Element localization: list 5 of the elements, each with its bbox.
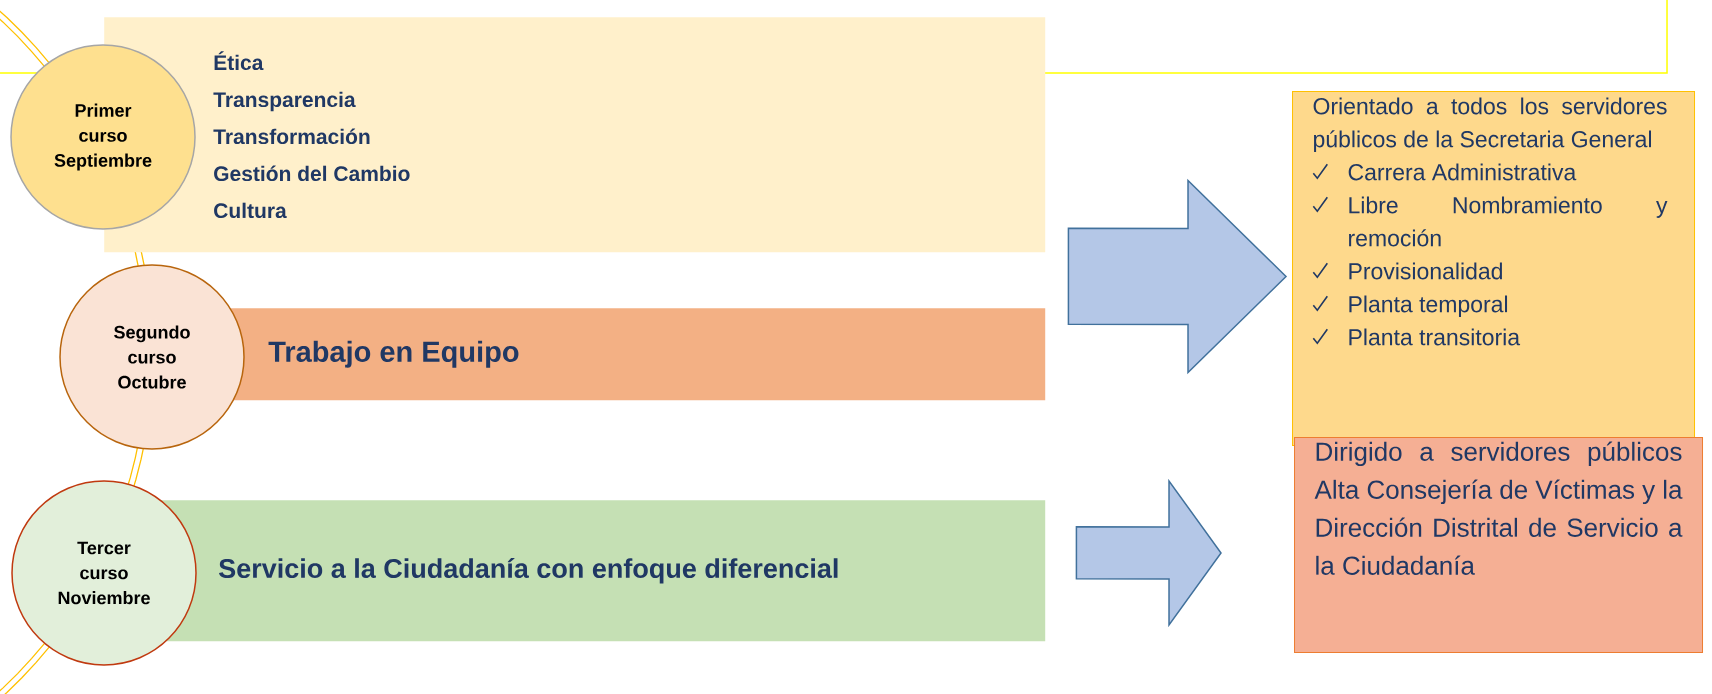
audience-box: Dirigido a servidores públicos Alta Consejería de Víctimas y la Dirección Distrital de Servicio a la Ciudadanía <box>1294 437 1703 653</box>
block-arrow <box>1067 178 1288 375</box>
course-band: Trabajo en Equipo <box>230 308 1046 401</box>
course-band: Servicio a la Ciudadanía con enfoque diferencial <box>160 500 1046 642</box>
block-arrow <box>1075 478 1222 628</box>
